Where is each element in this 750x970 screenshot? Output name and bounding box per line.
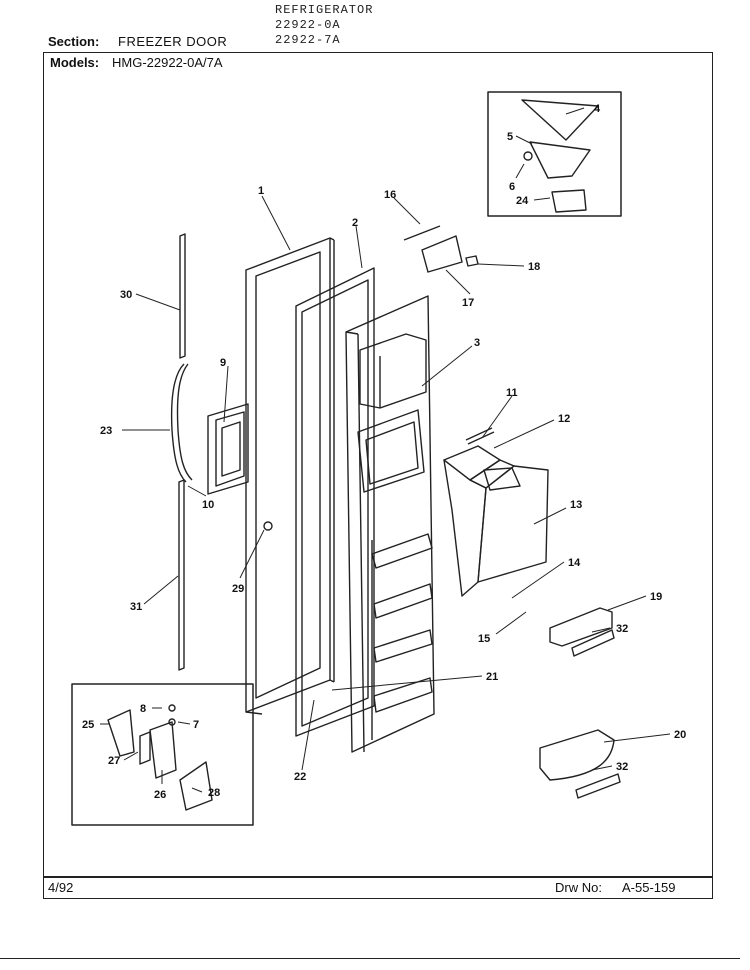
callout-8: 8 (140, 703, 146, 715)
diagram-frame (43, 52, 713, 899)
callout-17: 17 (462, 297, 474, 309)
models-value: HMG-22922-0A/7A (112, 55, 223, 70)
handle-end-19 (549, 607, 613, 647)
trim-32-lower (575, 773, 621, 799)
callout-13: 13 (570, 499, 582, 511)
model-number-2: 22922-7A (275, 33, 341, 47)
callout-30: 30 (120, 289, 132, 301)
callout-32-upper: 32 (616, 623, 628, 635)
model-number-1: 22922-0A (275, 18, 341, 32)
callout-11: 11 (506, 387, 518, 399)
callout-1: 1 (258, 185, 264, 197)
models-label: Models: (50, 55, 100, 70)
callout-22: 22 (294, 771, 306, 783)
callout-25: 25 (82, 719, 94, 731)
hinge-inset-box (487, 91, 622, 217)
callout-28: 28 (208, 787, 220, 799)
callout-15: 15 (478, 633, 490, 645)
product-title: REFRIGERATOR (275, 3, 374, 17)
footer-divider (43, 876, 713, 878)
section-value: FREEZER DOOR (118, 34, 228, 49)
callout-18: 18 (528, 261, 540, 273)
door-outer-panel (245, 237, 335, 715)
lower-hinge-inset-box (71, 683, 254, 826)
callout-31: 31 (130, 601, 142, 613)
page-bottom-rule (0, 958, 740, 959)
callout-16: 16 (384, 189, 396, 201)
callout-4: 4 (594, 103, 601, 115)
drawing-number: A-55-159 (622, 880, 676, 895)
callout-10: 10 (202, 499, 214, 511)
callout-20: 20 (674, 729, 686, 741)
callout-3: 3 (474, 337, 480, 349)
revision-date: 4/92 (48, 880, 74, 895)
ice-chute-assembly (443, 427, 549, 597)
section-label: Section: (48, 34, 100, 49)
callout-29: 29 (232, 583, 244, 595)
screw-29 (263, 521, 273, 531)
top-hinge-bracket (421, 235, 463, 273)
callout-labels: 1 2 3 4 5 6 7 8 9 10 11 12 13 14 15 16 1… (82, 103, 686, 801)
hinge-cover (521, 99, 599, 141)
hinge-cover-28 (179, 761, 213, 811)
callout-21: 21 (486, 671, 498, 683)
callout-24: 24 (516, 195, 529, 207)
dispenser-frame (207, 403, 249, 495)
lower-trim-strip (178, 479, 185, 671)
callout-5: 5 (507, 131, 513, 143)
callout-2: 2 (352, 217, 358, 229)
hinge-block-27 (139, 731, 151, 765)
callout-23: 23 (100, 425, 112, 437)
door-handle (170, 363, 187, 483)
hinge-pin-block-26 (149, 721, 177, 779)
callout-26: 26 (154, 789, 166, 801)
callout-7: 7 (193, 719, 199, 731)
handle-end-20 (539, 729, 615, 781)
callout-19: 19 (650, 591, 662, 603)
callout-12: 12 (558, 413, 570, 425)
drawing-number-label: Drw No: (555, 880, 602, 895)
callout-9: 9 (220, 357, 226, 369)
callout-14: 14 (568, 557, 581, 569)
callout-32-lower: 32 (616, 761, 628, 773)
hinge-plate (529, 141, 591, 179)
hinge-bracket-25 (107, 709, 135, 757)
upper-trim-strip (179, 233, 186, 359)
callout-27: 27 (108, 755, 120, 767)
door-liner (345, 295, 435, 753)
callout-6: 6 (509, 181, 515, 193)
trim-32-upper (571, 629, 615, 657)
hinge-shim (551, 189, 587, 213)
door-gasket (295, 267, 375, 737)
